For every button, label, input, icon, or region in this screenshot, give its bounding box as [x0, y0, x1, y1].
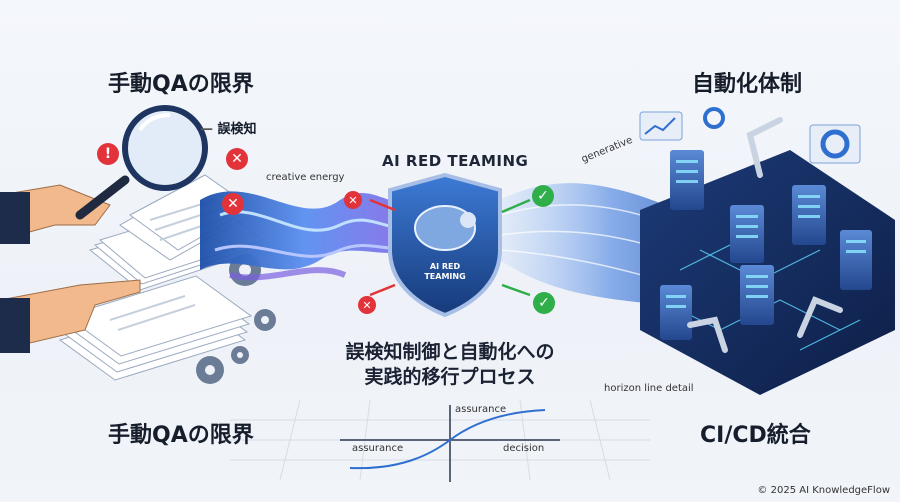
- graph-x-label-right: decision: [503, 443, 545, 454]
- right-bottom-title: CI/CD統合: [700, 423, 811, 448]
- check-icon: ✓: [533, 292, 555, 314]
- horizon-label: horizon line detail: [604, 383, 694, 394]
- hands: [0, 184, 141, 353]
- error-x-icon: ✕: [344, 191, 362, 209]
- shield-label-line2: TEAMING: [424, 272, 466, 281]
- robot-arms: [687, 117, 843, 353]
- copyright: © 2025 AI KnowledgeFlow: [757, 485, 890, 496]
- shield-label-line1: AI RED: [429, 262, 461, 271]
- error-x-icon: ✕: [226, 148, 248, 170]
- left-bottom-title: 手動QAの限界: [108, 423, 254, 448]
- center-caption: 誤検知制御と自動化への 実践的移行プロセス: [325, 340, 575, 390]
- ai-shield: [388, 172, 502, 318]
- arrows: [369, 198, 531, 297]
- error-detect-label: — 誤検知: [200, 122, 257, 137]
- assurance-graph: [230, 399, 650, 482]
- graph-y-label: assurance: [455, 404, 507, 415]
- center-caption-line1: 誤検知制御と自動化への: [345, 341, 555, 363]
- check-icon: ✓: [532, 185, 554, 207]
- right-top-title: 自動化体制: [692, 72, 803, 97]
- dashboard-panels: [639, 107, 861, 164]
- warning-icon: !: [97, 143, 119, 165]
- error-detect-text: 誤検知: [217, 122, 257, 137]
- left-top-title: 手動QAの限界: [108, 72, 254, 97]
- center-caption-line2: 実践的移行プロセス: [364, 366, 536, 388]
- wave-flow: [200, 191, 411, 281]
- server-racks: [660, 150, 872, 340]
- error-x-icon: ✕: [222, 193, 244, 215]
- shield-label: AI RED TEAMING: [412, 262, 478, 282]
- error-x-icon: ✕: [358, 296, 376, 314]
- magnifying-glass: [75, 105, 208, 220]
- ai-red-teaming-heading: AI RED TEAMING: [382, 152, 529, 170]
- creative-energy-label: creative energy: [266, 172, 345, 183]
- graph-x-label-left: assurance: [352, 443, 404, 454]
